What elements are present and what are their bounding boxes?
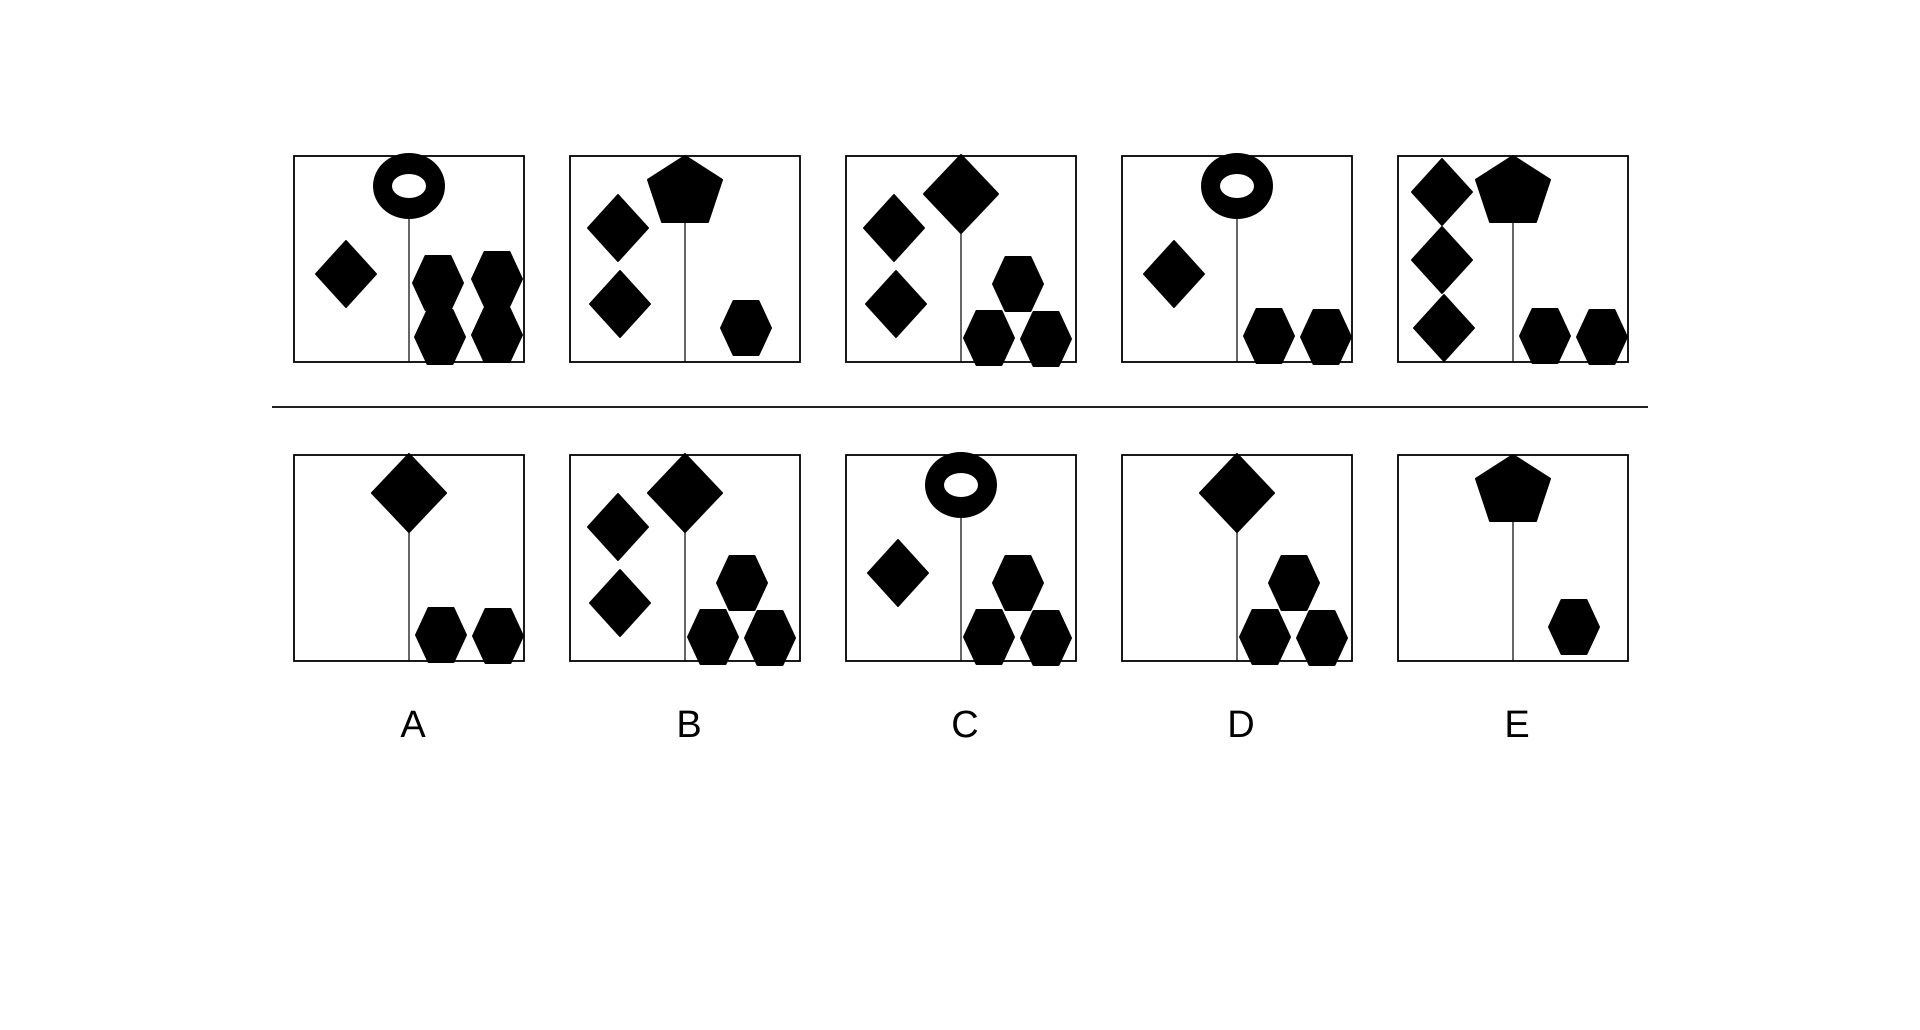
diamond-icon <box>587 493 649 561</box>
option-label-d[interactable]: D <box>1227 704 1255 746</box>
hexagon-icon <box>744 610 796 666</box>
hexagon-icon <box>1020 610 1072 666</box>
hexagon-icon <box>1243 308 1295 364</box>
diamond-icon <box>1413 294 1475 362</box>
pentagon-icon <box>647 155 723 223</box>
option-label-e[interactable]: E <box>1504 704 1530 746</box>
diamond-icon <box>863 194 925 262</box>
hexagon-icon <box>471 307 523 363</box>
hexagon-icon <box>687 609 739 665</box>
hexagon-icon <box>415 607 467 663</box>
diamond-icon <box>923 154 999 234</box>
diamond-icon <box>371 453 447 533</box>
diamond-icon <box>647 453 723 533</box>
question-panel-2 <box>569 155 801 363</box>
diamond-icon <box>1143 240 1205 308</box>
answer-panel-4 <box>1121 453 1353 666</box>
hexagon-icon <box>1268 555 1320 611</box>
diamond-icon <box>865 270 927 338</box>
hexagon-icon <box>992 256 1044 312</box>
hexagon-icon <box>720 300 772 356</box>
hexagon-icon <box>963 310 1015 366</box>
hexagon-icon <box>1548 599 1600 655</box>
question-panel-1 <box>293 153 525 365</box>
ring-icon <box>1201 153 1273 219</box>
question-panel-4 <box>1121 153 1353 365</box>
ring-icon <box>373 153 445 219</box>
hexagon-icon <box>412 255 464 311</box>
diamond-icon <box>1411 226 1473 294</box>
option-label-c[interactable]: C <box>951 704 979 746</box>
hexagon-icon <box>471 251 523 307</box>
answer-panel-2 <box>569 453 801 666</box>
pentagon-icon <box>1475 155 1551 223</box>
diamond-icon <box>589 270 651 338</box>
hexagon-icon <box>1296 610 1348 666</box>
diamond-icon <box>1411 158 1473 226</box>
hexagon-icon <box>1519 308 1571 364</box>
answer-panel-5 <box>1397 454 1629 662</box>
question-panel-5 <box>1397 155 1629 365</box>
hexagon-icon <box>1020 311 1072 367</box>
hexagon-icon <box>1239 609 1291 665</box>
ring-icon <box>925 452 997 518</box>
pentagon-icon <box>1475 454 1551 522</box>
hexagon-icon <box>1576 309 1628 365</box>
hexagon-icon <box>414 309 466 365</box>
answer-panel-1 <box>293 453 525 664</box>
hexagon-icon <box>472 608 524 664</box>
answer-panel-3 <box>845 452 1077 666</box>
diamond-icon <box>867 539 929 607</box>
option-label-b[interactable]: B <box>676 704 702 746</box>
diamond-icon <box>587 194 649 262</box>
diamond-icon <box>1199 453 1275 533</box>
hexagon-icon <box>1300 309 1352 365</box>
hexagon-icon <box>716 555 768 611</box>
hexagon-icon <box>992 555 1044 611</box>
question-panel-3 <box>845 154 1077 367</box>
option-label-a[interactable]: A <box>400 704 426 746</box>
hexagon-icon <box>963 609 1015 665</box>
diamond-icon <box>315 240 377 308</box>
diamond-icon <box>589 569 651 637</box>
